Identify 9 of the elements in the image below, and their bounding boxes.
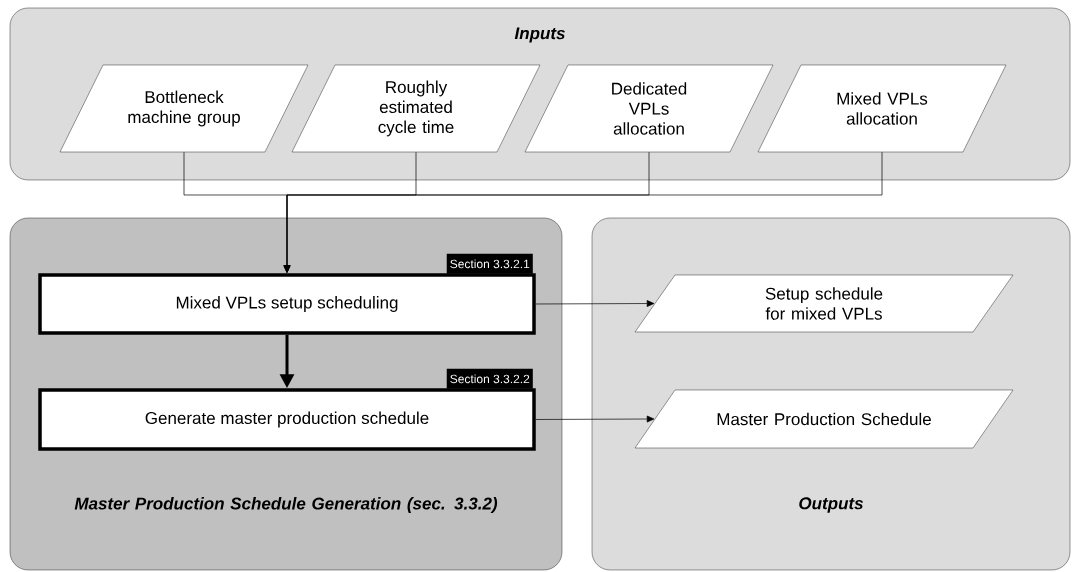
arrow <box>535 415 655 423</box>
data-parallelogram: Dedicated VPLs allocation <box>524 64 774 153</box>
arrow <box>535 300 655 307</box>
process-box: Mixed VPLs setup scheduling <box>38 273 536 335</box>
process-box: Generate master production schedule <box>38 388 536 451</box>
data-parallelogram: Bottleneck machine group <box>59 64 309 153</box>
arrow <box>283 151 883 273</box>
data-parallelogram: Mixed VPLs allocation <box>757 64 1007 153</box>
data-parallelogram: Roughly estimated cycle time <box>291 64 541 153</box>
